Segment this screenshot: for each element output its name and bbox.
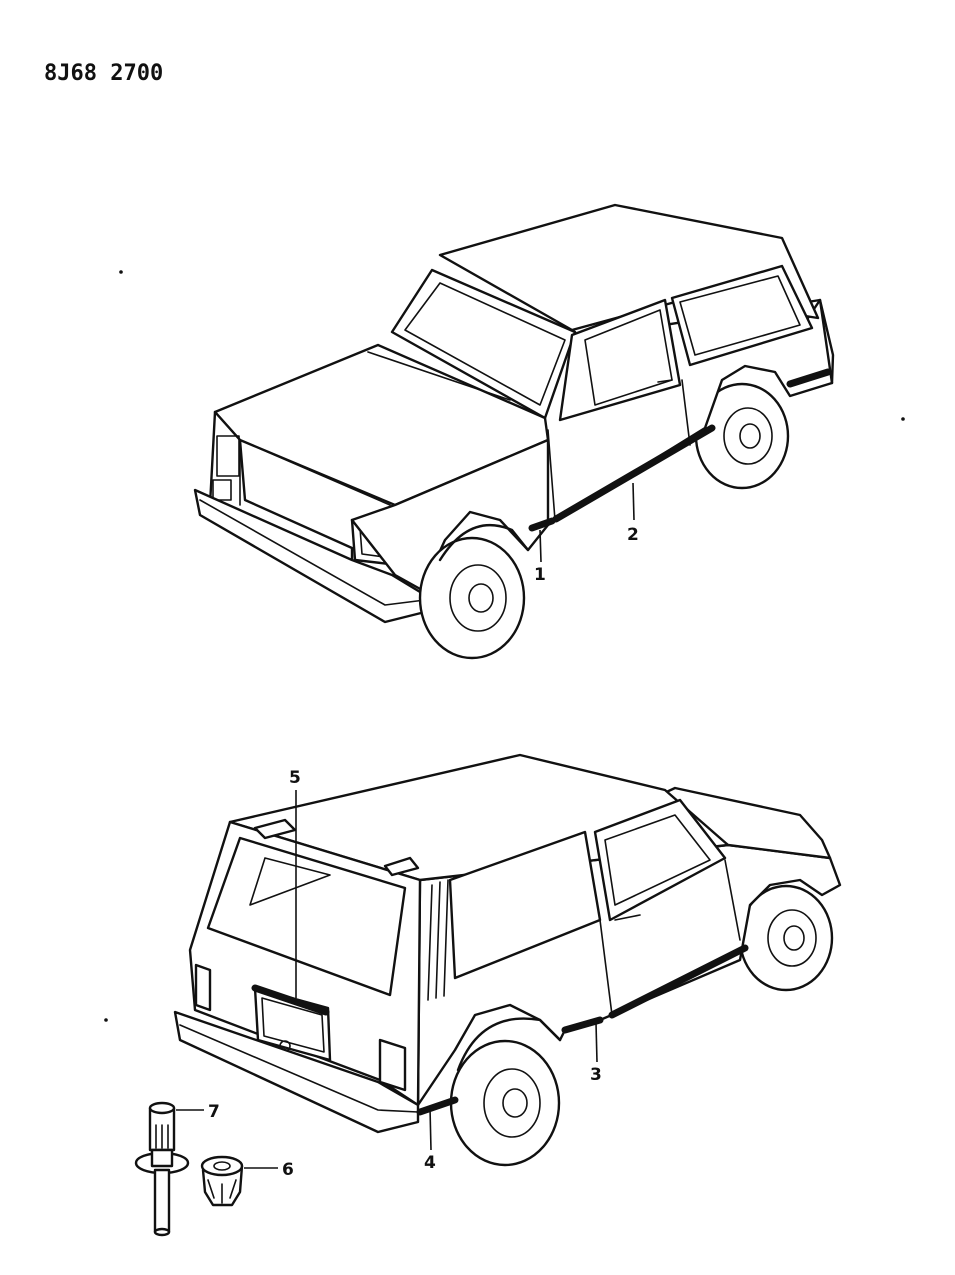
molding-1 (528, 517, 556, 532)
callout-5: 5 (289, 768, 301, 788)
callout-4: 4 (424, 1153, 436, 1173)
leader-2 (632, 482, 635, 521)
vehicle-front-view (193, 203, 835, 660)
callout-3: 3 (590, 1065, 602, 1085)
molding-2 (552, 424, 716, 523)
molding-4 (416, 1096, 459, 1116)
molding-3 (608, 944, 749, 1019)
callout-7: 7 (208, 1102, 220, 1122)
leader-4 (429, 1107, 432, 1151)
speck (104, 1018, 108, 1022)
vehicle-rear-view (173, 753, 842, 1167)
callout-6: 6 (282, 1160, 294, 1180)
molding-5 (251, 984, 330, 1016)
callout-2: 2 (627, 525, 639, 545)
speck (119, 270, 123, 274)
callout-1: 1 (534, 565, 546, 585)
leader-1 (539, 529, 542, 563)
leader-3 (595, 1022, 598, 1063)
push-pin-fastener (134, 1101, 190, 1237)
clip-nut (200, 1155, 244, 1207)
diagram-code: 8J68 2700 (44, 61, 163, 86)
speck (901, 417, 905, 421)
molding-3a (561, 1016, 604, 1034)
